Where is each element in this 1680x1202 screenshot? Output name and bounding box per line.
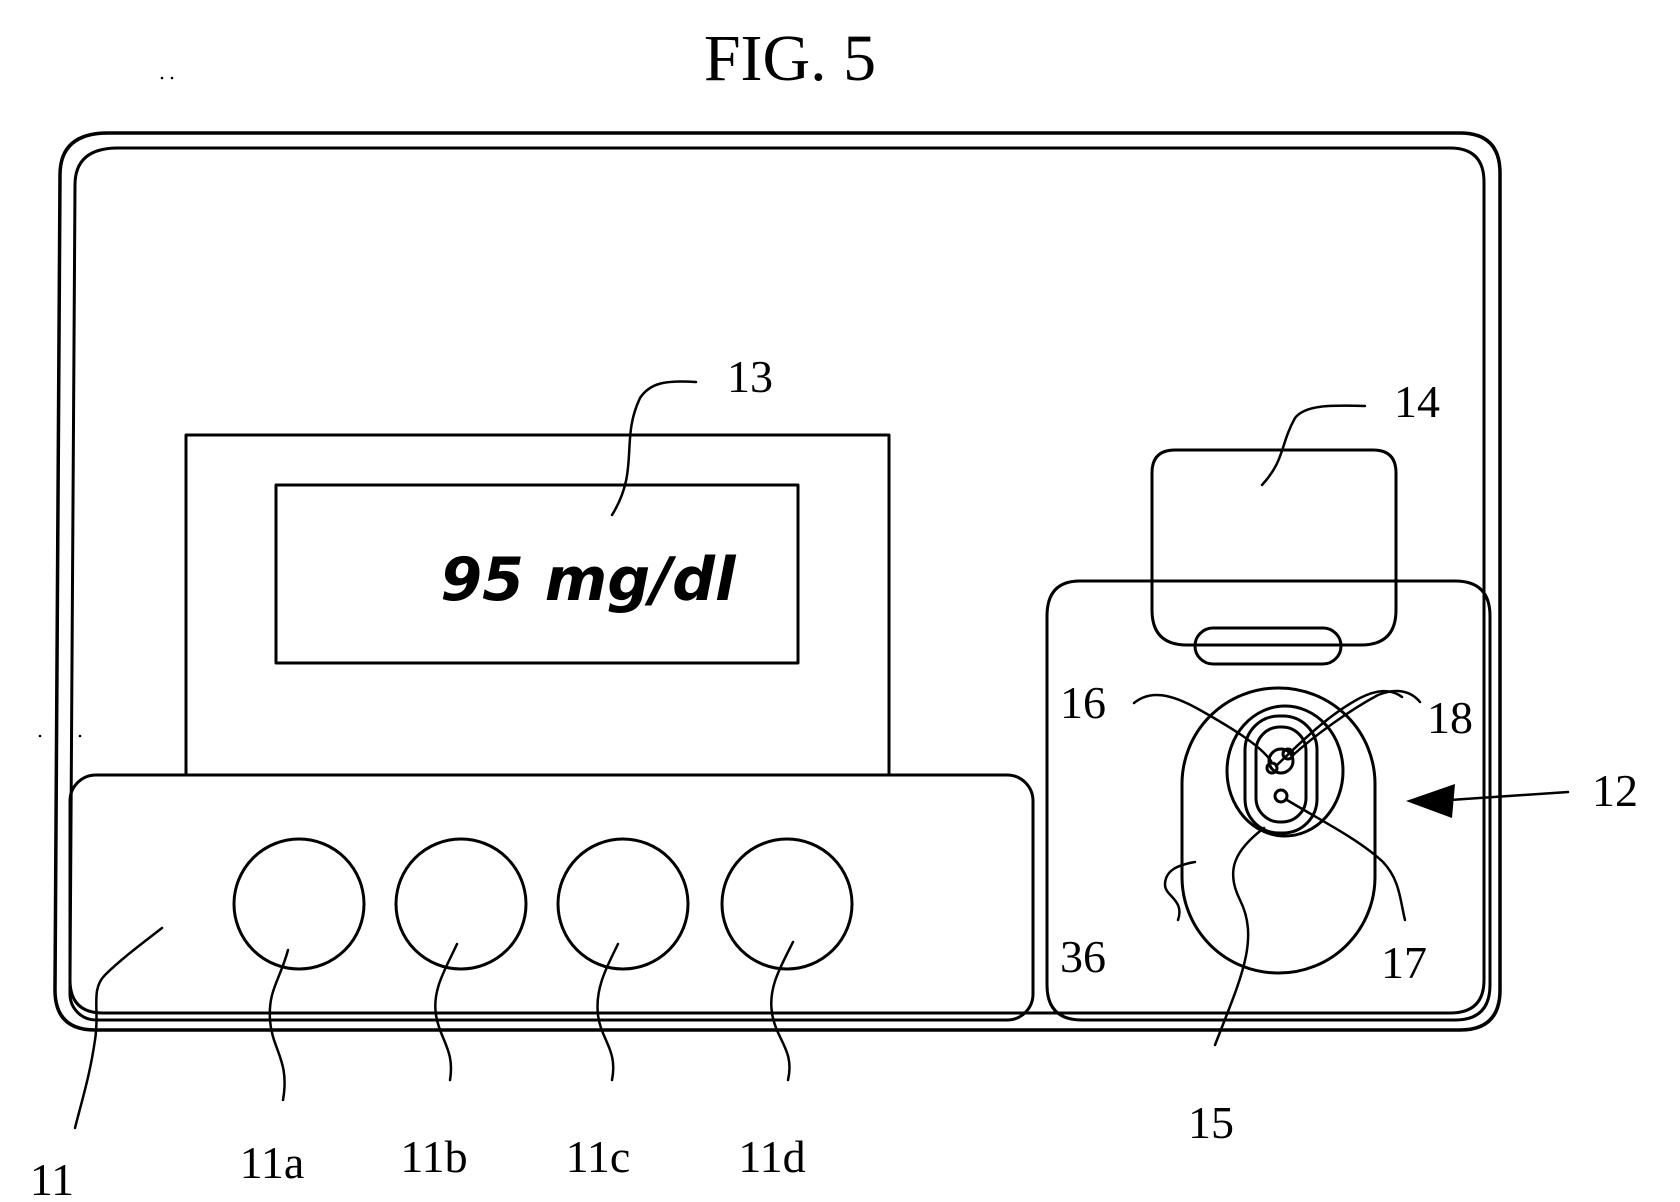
- electrode-17: [1275, 790, 1287, 802]
- leader-36: [1165, 862, 1195, 920]
- strip-holder: [1182, 688, 1375, 973]
- leader-16: [1134, 695, 1271, 761]
- speck-dot: [79, 735, 82, 738]
- arrow-12: [1406, 784, 1455, 818]
- leader-13: [612, 381, 696, 515]
- button-11b[interactable]: [396, 839, 526, 969]
- leader-14: [1262, 406, 1365, 485]
- test-unit: [1047, 450, 1490, 1020]
- leader-12: [1450, 792, 1568, 800]
- numeral-11c: 11c: [566, 1131, 631, 1182]
- numeral-36: 36: [1060, 931, 1106, 982]
- numeral-17: 17: [1381, 937, 1427, 988]
- numeral-13: 13: [727, 351, 773, 402]
- cover[interactable]: [1152, 450, 1396, 645]
- leader-11a: [270, 950, 288, 1100]
- display-unit: 95 mg/dl: [186, 435, 889, 775]
- numeral-11b: 11b: [400, 1131, 467, 1182]
- glucose-reading: 95 mg/dl: [440, 545, 737, 615]
- leader-lines: [75, 381, 1568, 1128]
- numeral-15: 15: [1188, 1097, 1234, 1148]
- numeral-11d: 11d: [738, 1131, 805, 1182]
- numeral-18: 18: [1427, 692, 1473, 743]
- numeral-11a: 11a: [240, 1137, 305, 1188]
- numeral-11: 11: [30, 1154, 74, 1202]
- leader-11d: [771, 942, 793, 1080]
- speck-dot: [171, 77, 174, 80]
- speck-dot: [161, 77, 164, 80]
- numeral-12: 12: [1592, 765, 1638, 816]
- button-11d[interactable]: [722, 839, 852, 969]
- numeral-14: 14: [1394, 376, 1440, 427]
- leader-17: [1287, 800, 1405, 920]
- numeral-16: 16: [1060, 677, 1106, 728]
- button-11a[interactable]: [234, 839, 364, 969]
- button-panel: [70, 775, 1033, 1020]
- button-11c[interactable]: [558, 839, 688, 969]
- speck-dot: [39, 735, 42, 738]
- figure-title: FIG. 5: [704, 22, 876, 95]
